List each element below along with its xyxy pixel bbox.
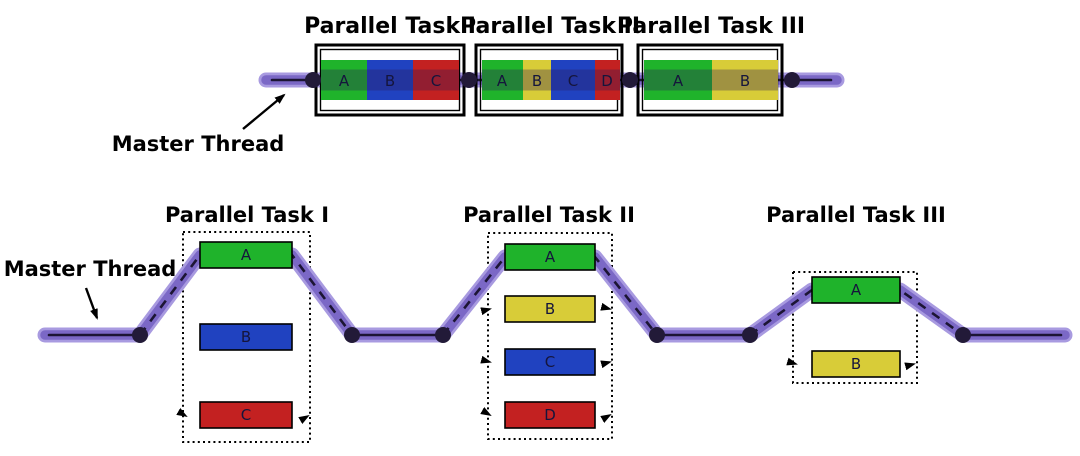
fj-task1-block-c bbox=[199, 401, 293, 429]
fj-task2-title: Parallel Task II bbox=[463, 203, 635, 227]
fj-task3-block-a bbox=[811, 276, 901, 304]
task1-fork-line-c-out bbox=[298, 414, 310, 425]
task2-block-d bbox=[595, 60, 620, 100]
fork-node bbox=[435, 327, 451, 343]
task1-block-a-label: A bbox=[339, 72, 350, 90]
task2-fork-line-d-in bbox=[480, 407, 492, 416]
fj-task3-block-a-label: A bbox=[851, 281, 862, 299]
fj-task2-block-b bbox=[504, 295, 596, 323]
fork-node bbox=[132, 327, 148, 343]
task3-block-b bbox=[712, 60, 778, 100]
master-thread-arrow-bottom bbox=[84, 287, 99, 320]
thread-node bbox=[784, 72, 800, 88]
join-node bbox=[344, 327, 360, 343]
fj-task3-block-b-label: B bbox=[851, 355, 861, 373]
task1-title: Parallel Task I bbox=[304, 14, 476, 39]
task3-block-b-label: B bbox=[740, 72, 750, 90]
fj-task1-block-c-label: C bbox=[241, 406, 251, 424]
master-thread-dashed-core-task1 bbox=[138, 253, 354, 336]
fj-task1-title: Parallel Task I bbox=[165, 203, 329, 227]
task1-fork-line-c-in bbox=[176, 408, 188, 418]
task2-block-c bbox=[551, 60, 595, 100]
fj-task2-block-a-label: A bbox=[545, 248, 556, 266]
timeline-view: A B C Parallel Task I A B C D Parallel T… bbox=[112, 14, 845, 156]
fj-task1-block-a-label: A bbox=[241, 246, 252, 264]
task3-dotted-box bbox=[792, 271, 918, 384]
fj-task2-block-a bbox=[504, 243, 596, 271]
fj-task2-block-d-label: D bbox=[544, 406, 556, 424]
task1-block-b bbox=[367, 60, 413, 100]
task2-fork-line-d-out bbox=[600, 414, 612, 423]
join-node bbox=[955, 327, 971, 343]
task3-fork-line-b-out bbox=[904, 362, 916, 371]
task1-dotted-box bbox=[182, 231, 311, 443]
task3-title: Parallel Task III bbox=[617, 14, 805, 39]
fj-task1-block-a bbox=[199, 241, 293, 269]
thread-node bbox=[622, 72, 638, 88]
task3-block-a-label: A bbox=[673, 72, 684, 90]
task3-thread-band bbox=[644, 69, 778, 91]
task1-block-c bbox=[413, 60, 459, 100]
task3-block-a bbox=[644, 60, 712, 100]
task2-dotted-box bbox=[487, 232, 613, 440]
task3-fork-line-b-in bbox=[786, 357, 798, 366]
join-node bbox=[649, 327, 665, 343]
task2-title: Parallel Task II bbox=[460, 14, 640, 39]
fj-task3-block-b bbox=[811, 350, 901, 378]
task1-thread-band bbox=[321, 69, 459, 91]
master-thread-arrow-top bbox=[242, 93, 286, 130]
task2-fork-line-c-in bbox=[480, 355, 492, 364]
fj-task3-title: Parallel Task III bbox=[766, 203, 946, 227]
master-thread-label-top: Master Thread bbox=[112, 132, 285, 156]
task2-block-b bbox=[523, 60, 551, 100]
task1-block-a bbox=[321, 60, 367, 100]
fj-task1-block-b bbox=[199, 323, 293, 351]
task2-block-c-label: C bbox=[568, 72, 578, 90]
task1-block-c-label: C bbox=[431, 72, 441, 90]
task2-block-d-label: D bbox=[601, 72, 613, 90]
fj-task2-block-c-label: C bbox=[545, 353, 555, 371]
task2-block-a-label: A bbox=[497, 72, 508, 90]
thread-node bbox=[461, 72, 477, 88]
task2-thread-band bbox=[482, 69, 620, 91]
fork-node bbox=[742, 327, 758, 343]
fj-task2-block-b-label: B bbox=[545, 300, 555, 318]
task2-block-a bbox=[482, 60, 523, 100]
thread-node bbox=[305, 72, 321, 88]
task2-fork-line-c-out bbox=[600, 360, 612, 369]
task1-block-b-label: B bbox=[385, 72, 395, 90]
task2-block-b-label: B bbox=[532, 72, 542, 90]
fork-join-view: A B C Parallel Task I A B C D Parallel T… bbox=[4, 203, 1073, 443]
fj-task1-block-b-label: B bbox=[241, 328, 251, 346]
fj-task2-block-d bbox=[504, 401, 596, 429]
fj-task2-block-c bbox=[504, 348, 596, 376]
master-thread-label-bottom: Master Thread bbox=[4, 257, 177, 281]
